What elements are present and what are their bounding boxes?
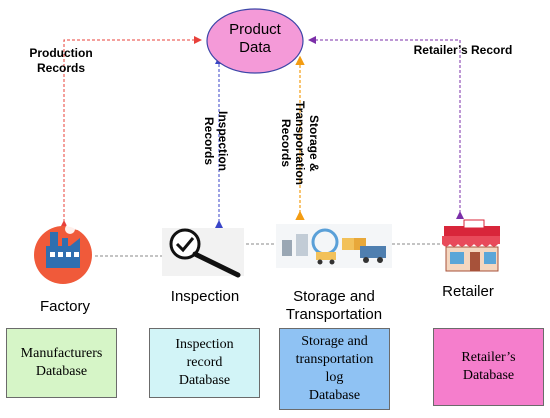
production-records-label: Production Records <box>29 46 93 75</box>
inspection-record-database: Inspection record Database <box>149 328 260 398</box>
factory-icon <box>34 222 92 284</box>
storage-label: Storage and Transportation <box>285 288 383 323</box>
manufacturers-database: Manufacturers Database <box>6 328 117 398</box>
product-data-label: Product Data <box>229 21 281 56</box>
magnifier-check-icon <box>162 228 244 278</box>
factory-label: Factory <box>39 298 90 315</box>
shop-icon <box>442 219 500 272</box>
storage-transportation-log-database: Storage and transportation log Database <box>279 328 390 410</box>
retailer-record-label: Retailer’s Record <box>413 43 513 57</box>
retailer-label: Retailer <box>442 283 494 300</box>
production-records-arrow <box>60 36 202 228</box>
retailers-database: Retailer’s Database <box>433 328 544 406</box>
storage-records-label: Storage & Transportation Records <box>279 100 321 185</box>
retailer-record-arrow <box>308 36 464 219</box>
product-data-ellipse <box>206 8 304 74</box>
inspection-label: Inspection <box>170 288 240 305</box>
inspection-records-label: Inspection Records <box>202 110 230 171</box>
logistics-icon <box>276 224 392 268</box>
